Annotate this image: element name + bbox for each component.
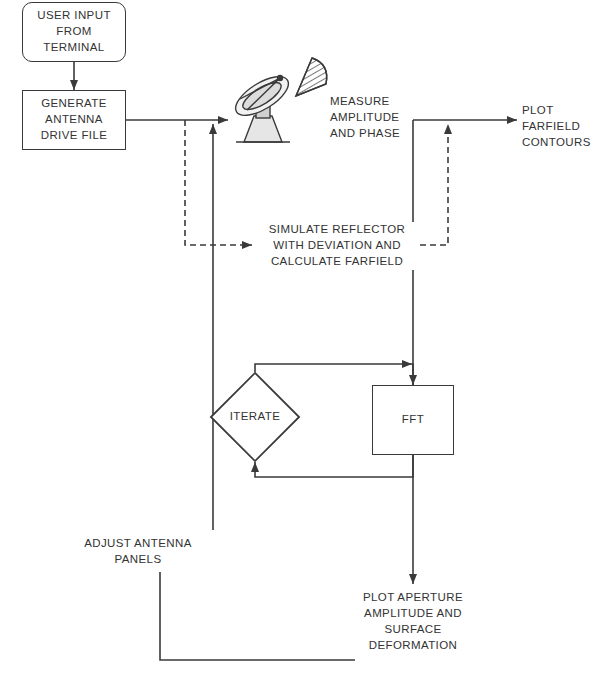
dashed-flow-line: [185, 120, 252, 245]
output-label: PLOT APERTURE AMPLITUDE AND SURFACE DEFO…: [353, 590, 473, 653]
flow-connector: [73, 62, 75, 90]
step-label: ADJUST ANTENNA PANELS: [78, 536, 198, 568]
step-label: SIMULATE REFLECTOR WITH DEVIATION AND CA…: [258, 222, 416, 270]
flow-line: [212, 124, 214, 530]
node-text: ITERATE: [230, 409, 281, 425]
flow-line: [126, 119, 228, 121]
terminal-box: USER INPUT FROM TERMINAL: [22, 2, 126, 62]
process-box: GENERATE ANTENNA DRIVE FILE: [22, 90, 126, 150]
output-label: PLOT FARFIELD CONTOURS: [522, 103, 608, 151]
antenna-illustration: [230, 58, 327, 142]
node-text: FFT: [402, 412, 424, 428]
process-box: FFT: [372, 385, 454, 455]
flow-line: [413, 119, 517, 121]
flow-connector: [255, 455, 413, 477]
step-label: MEASURE AMPLITUDE AND PHASE: [330, 94, 408, 142]
flow-connector: [255, 364, 413, 385]
flow-line: [160, 572, 355, 660]
node-text: GENERATE ANTENNA DRIVE FILE: [28, 96, 120, 144]
dashed-flow-line: [420, 124, 448, 245]
junction-arrowhead: [402, 360, 412, 368]
decision-diamond: ITERATE: [210, 372, 300, 462]
node-text: USER INPUT FROM TERMINAL: [28, 8, 120, 56]
